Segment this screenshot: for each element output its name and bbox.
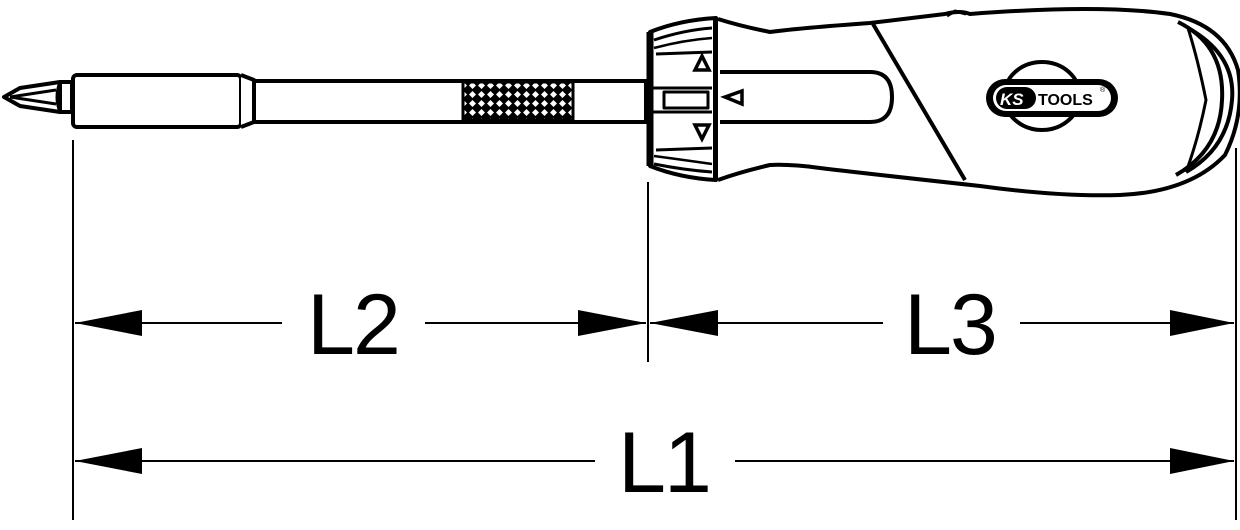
bit-holder-sleeve xyxy=(71,73,256,129)
dimension-line-l3 xyxy=(650,310,1234,336)
dimension-label-l2: L2 xyxy=(295,282,411,368)
dimension-line-l1 xyxy=(75,448,1234,474)
ratchet-collar xyxy=(646,16,719,182)
logo-registered-mark: ® xyxy=(1100,86,1106,94)
ratchet-reverse-triangle-icon xyxy=(692,123,712,143)
ratchet-lock-triangle-icon xyxy=(720,88,744,107)
extension-lines xyxy=(72,140,1237,520)
knurled-grip xyxy=(461,80,575,122)
ratchet-forward-triangle-icon xyxy=(692,52,712,72)
handle xyxy=(717,7,1240,198)
dimension-line-l2 xyxy=(75,310,646,336)
direction-markers xyxy=(692,52,744,143)
dimension-label-l1: L1 xyxy=(606,420,722,506)
logo-tools-text: TOOLS xyxy=(1038,92,1093,109)
logo-ks-text: KS xyxy=(1000,90,1024,109)
shaft xyxy=(252,79,648,124)
ks-tools-logo: KS TOOLS ® xyxy=(986,60,1118,132)
phillips-bit-icon xyxy=(2,80,74,114)
dimension-label-l3: L3 xyxy=(892,282,1008,368)
